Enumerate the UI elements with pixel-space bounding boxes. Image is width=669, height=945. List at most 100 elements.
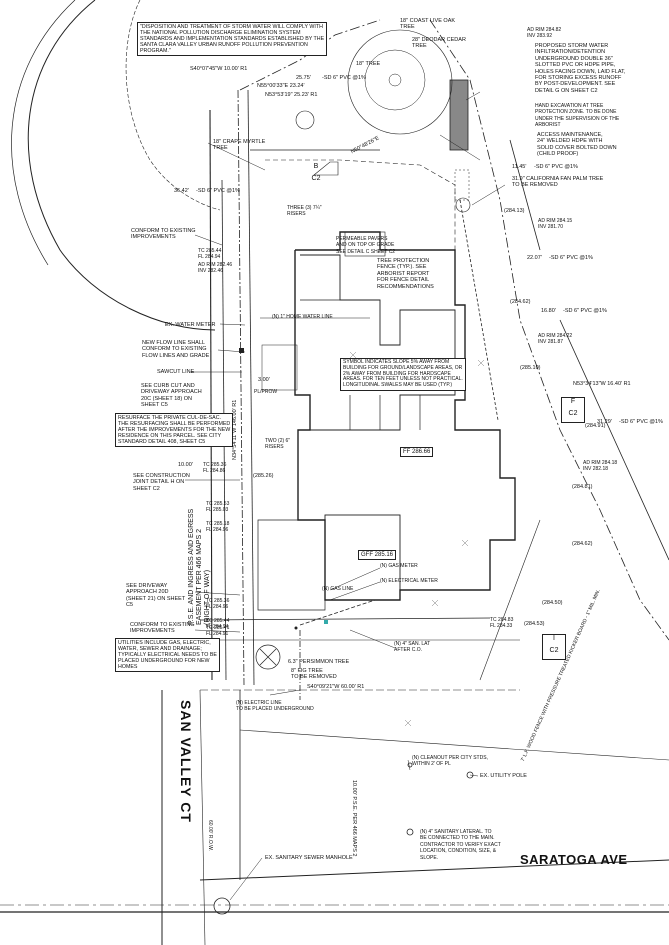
storm-infiltration-callout: PROPOSED STORM WATER INFILTRATION/DETENT…	[535, 43, 626, 94]
storm-pipe-diag	[459, 199, 499, 421]
storm-water-note: "DISPOSITION AND TREATMENT OF STORM WATE…	[137, 22, 328, 57]
tc-top: TC 285.44 FL 284.94	[198, 248, 222, 261]
bearing-n53-19: N53°53'19" 25.23' R1	[265, 92, 318, 98]
hand-excavation-callout: HAND EXCAVATION AT TREE PROTECTION ZONE.…	[535, 103, 620, 129]
dim-36-42: 36.42'	[174, 188, 189, 194]
ad-rim-2: AD RIM 284.15 INV 281.70	[538, 218, 573, 231]
section-b-sheet: C2	[311, 175, 321, 182]
dim-11-45: 11.45'	[512, 164, 527, 170]
fig-tree-label: 8" FIG TREE TO BE REMOVED	[291, 668, 337, 681]
home-water-line-label: (N) 1" HOME WATER LINE	[272, 314, 333, 320]
new-flow-line-callout: NEW FLOW LINE SHALL CONFORM TO EXISTING …	[142, 340, 210, 359]
detention-area	[449, 79, 469, 151]
ad-rim-3: AD RIM 284.22 INV 281.87	[538, 333, 573, 346]
east-line-2	[509, 139, 541, 251]
ex-water-meter-label: EX. WATER METER	[165, 322, 216, 328]
resurface-note: RESURFACE THE PRIVATE CUL-DE-SAC. THE RE…	[115, 413, 234, 448]
coast-live-oak-canopy	[347, 29, 453, 135]
dim-25-75: 25.75'	[296, 75, 311, 81]
bearing-n53-34: N53°34'13"W 16.40' R1	[573, 381, 631, 387]
gas-meter-label: (N) GAS METER	[380, 563, 418, 569]
driveway-approach-callout: SEE DRIVEWAY APPROACH 20D (SHEET 21) ON …	[126, 583, 186, 609]
cleanout-label: (N) CLEANOUT PER CITY STDS, WITHIN 2' OF…	[412, 755, 488, 768]
tree-18-label: 18" TREE	[356, 61, 381, 67]
property-line-north	[239, 19, 381, 91]
section-b-marker: B C2	[305, 163, 327, 187]
bearing-s40-09: S40°09'21"W 60.00' R1	[307, 684, 365, 690]
elev-284-13: (284.13)	[504, 208, 525, 214]
elev-285-10: (285.10)	[520, 365, 541, 371]
saratoga-curb-2	[199, 859, 669, 881]
cul-de-sac-inner	[125, 0, 221, 211]
utility-pole-label: EX. UTILITY POLE	[480, 773, 527, 779]
access-maintenance-callout: ACCESS MAINTENANCE, 24" WELDED HDPE WITH…	[537, 132, 617, 158]
wood-fence	[479, 519, 541, 681]
coast-live-oak-label: 18" COAST LIVE OAK TREE	[400, 18, 456, 31]
conform-existing-bottom: CONFORM TO EXISTING IMPROVEMENTS	[130, 622, 195, 635]
row-width-label: 60.00' R.O.W.	[207, 820, 213, 851]
bearing-n34: N34°54'11"W 146.00' R1	[232, 399, 238, 460]
fan-palm-label: 31.9" CALIFORNIA FAN PALM TREE TO BE REM…	[512, 176, 604, 189]
street-saratoga-ave: SARATOGA AVE	[520, 852, 628, 867]
pipe-sd-4: -SD 6" PVC @1%	[549, 255, 593, 261]
section-f-sheet: C2	[568, 410, 578, 417]
elev-284-62b: (284.62)	[572, 541, 593, 547]
fig-tree-symbol	[255, 644, 281, 670]
tc-drv2: TC 285.36 FL 284.96	[206, 598, 230, 611]
pipe-sd-2: -SD 6" PVC @1%	[196, 188, 240, 194]
gas-line-label: (N) GAS LINE	[322, 586, 354, 592]
tc-mid: TC 285.36 FL 284.86	[203, 462, 227, 475]
dim-22-07: 22.07'	[527, 255, 542, 261]
pipe-sd-1: -SD 6" PVC @1%	[322, 75, 366, 81]
tc-drv1: TC 285.18 FL 284.96	[206, 521, 230, 534]
gff-elevation: GFF 285.16	[358, 550, 397, 561]
section-i-sheet: C2	[549, 647, 559, 654]
persimmon-label: 6.3" PERSIMMON TREE	[288, 659, 350, 665]
utility-pole	[466, 771, 474, 779]
pipe-sd-6: -SD 6" PVC @1%	[619, 419, 663, 425]
elev-284-53: (284.53)	[524, 621, 545, 627]
curb-cut-callout: SEE CURB CUT AND DRIVEWAY APPROACH 20C (…	[141, 383, 202, 409]
sewer-manhole-label: EX. SANITARY SEWER MANHOLE	[265, 855, 353, 861]
pipe-sd-5: -SD 6" PVC @1%	[563, 308, 607, 314]
deodar-cedar-label: 28" DEODAR CEDAR TREE	[412, 37, 466, 50]
electrical-meter-label: (N) ELECTRICAL METER	[380, 578, 438, 584]
elev-284-50: (284.50)	[542, 600, 563, 606]
tc-lower: TC 285.53 FL 285.03	[206, 501, 230, 514]
crape-canopy	[295, 110, 315, 130]
saratoga-curb-1	[239, 729, 669, 761]
ad-rim-left: AD RIM 282.46 INV 282.46	[198, 262, 233, 275]
cul-de-sac-edge	[11, 0, 76, 266]
bearing-n55: N55°00'33"E 23.24'	[257, 83, 305, 89]
dim-31-29: 31.29'	[597, 419, 612, 425]
east-line-3	[559, 319, 669, 561]
tc-bot: TC 285.44 FL 284.94	[206, 618, 230, 631]
walk-1	[261, 344, 298, 391]
utilities-note: UTILITIES INCLUDE GAS, ELECTRIC, WATER, …	[115, 638, 220, 673]
building-inner	[300, 254, 456, 431]
tc-right: TC 284.83 FL 284.33	[490, 617, 514, 630]
dim-10: 10.00'	[178, 462, 193, 468]
dim-16-80: 16.80'	[541, 308, 556, 314]
ad-rim-top: AD RIM 284.82 INV 283.92	[527, 27, 562, 40]
section-f-marker: F C2	[561, 397, 585, 423]
pse-right-label: 10.00' P.S.E. PER 466 MAPS 2	[351, 780, 357, 857]
elev-285-26: (285.26)	[253, 473, 274, 479]
street-san-valley-ct: SAN VALLEY CT	[178, 700, 194, 823]
section-f-letter: F	[570, 398, 576, 405]
gas-line	[299, 599, 376, 626]
fan-palm-symbol	[455, 197, 471, 213]
sawcut-line-label: SAWCUT LINE	[157, 369, 195, 375]
building-footprint	[294, 231, 516, 601]
permeable-pavers-callout: PERMEABLE PAVERS AND ON TOP OF GRADE SEE…	[336, 236, 396, 255]
tree-protection-fence	[265, 159, 456, 250]
front-property-line	[199, 617, 491, 621]
cleanout	[407, 762, 413, 768]
three-risers-callout: THREE (3) 7¼" RISERS	[287, 205, 322, 218]
two-risers-callout: TWO (2) 6" RISERS	[265, 438, 291, 451]
section-i-letter: I	[553, 635, 555, 642]
electric-line-label: (N) ELECTRIC LINE TO BE PLACED UNDERGROU…	[236, 700, 314, 713]
section-b-letter: B	[313, 163, 319, 170]
dim-3: 3.00'	[258, 377, 270, 383]
